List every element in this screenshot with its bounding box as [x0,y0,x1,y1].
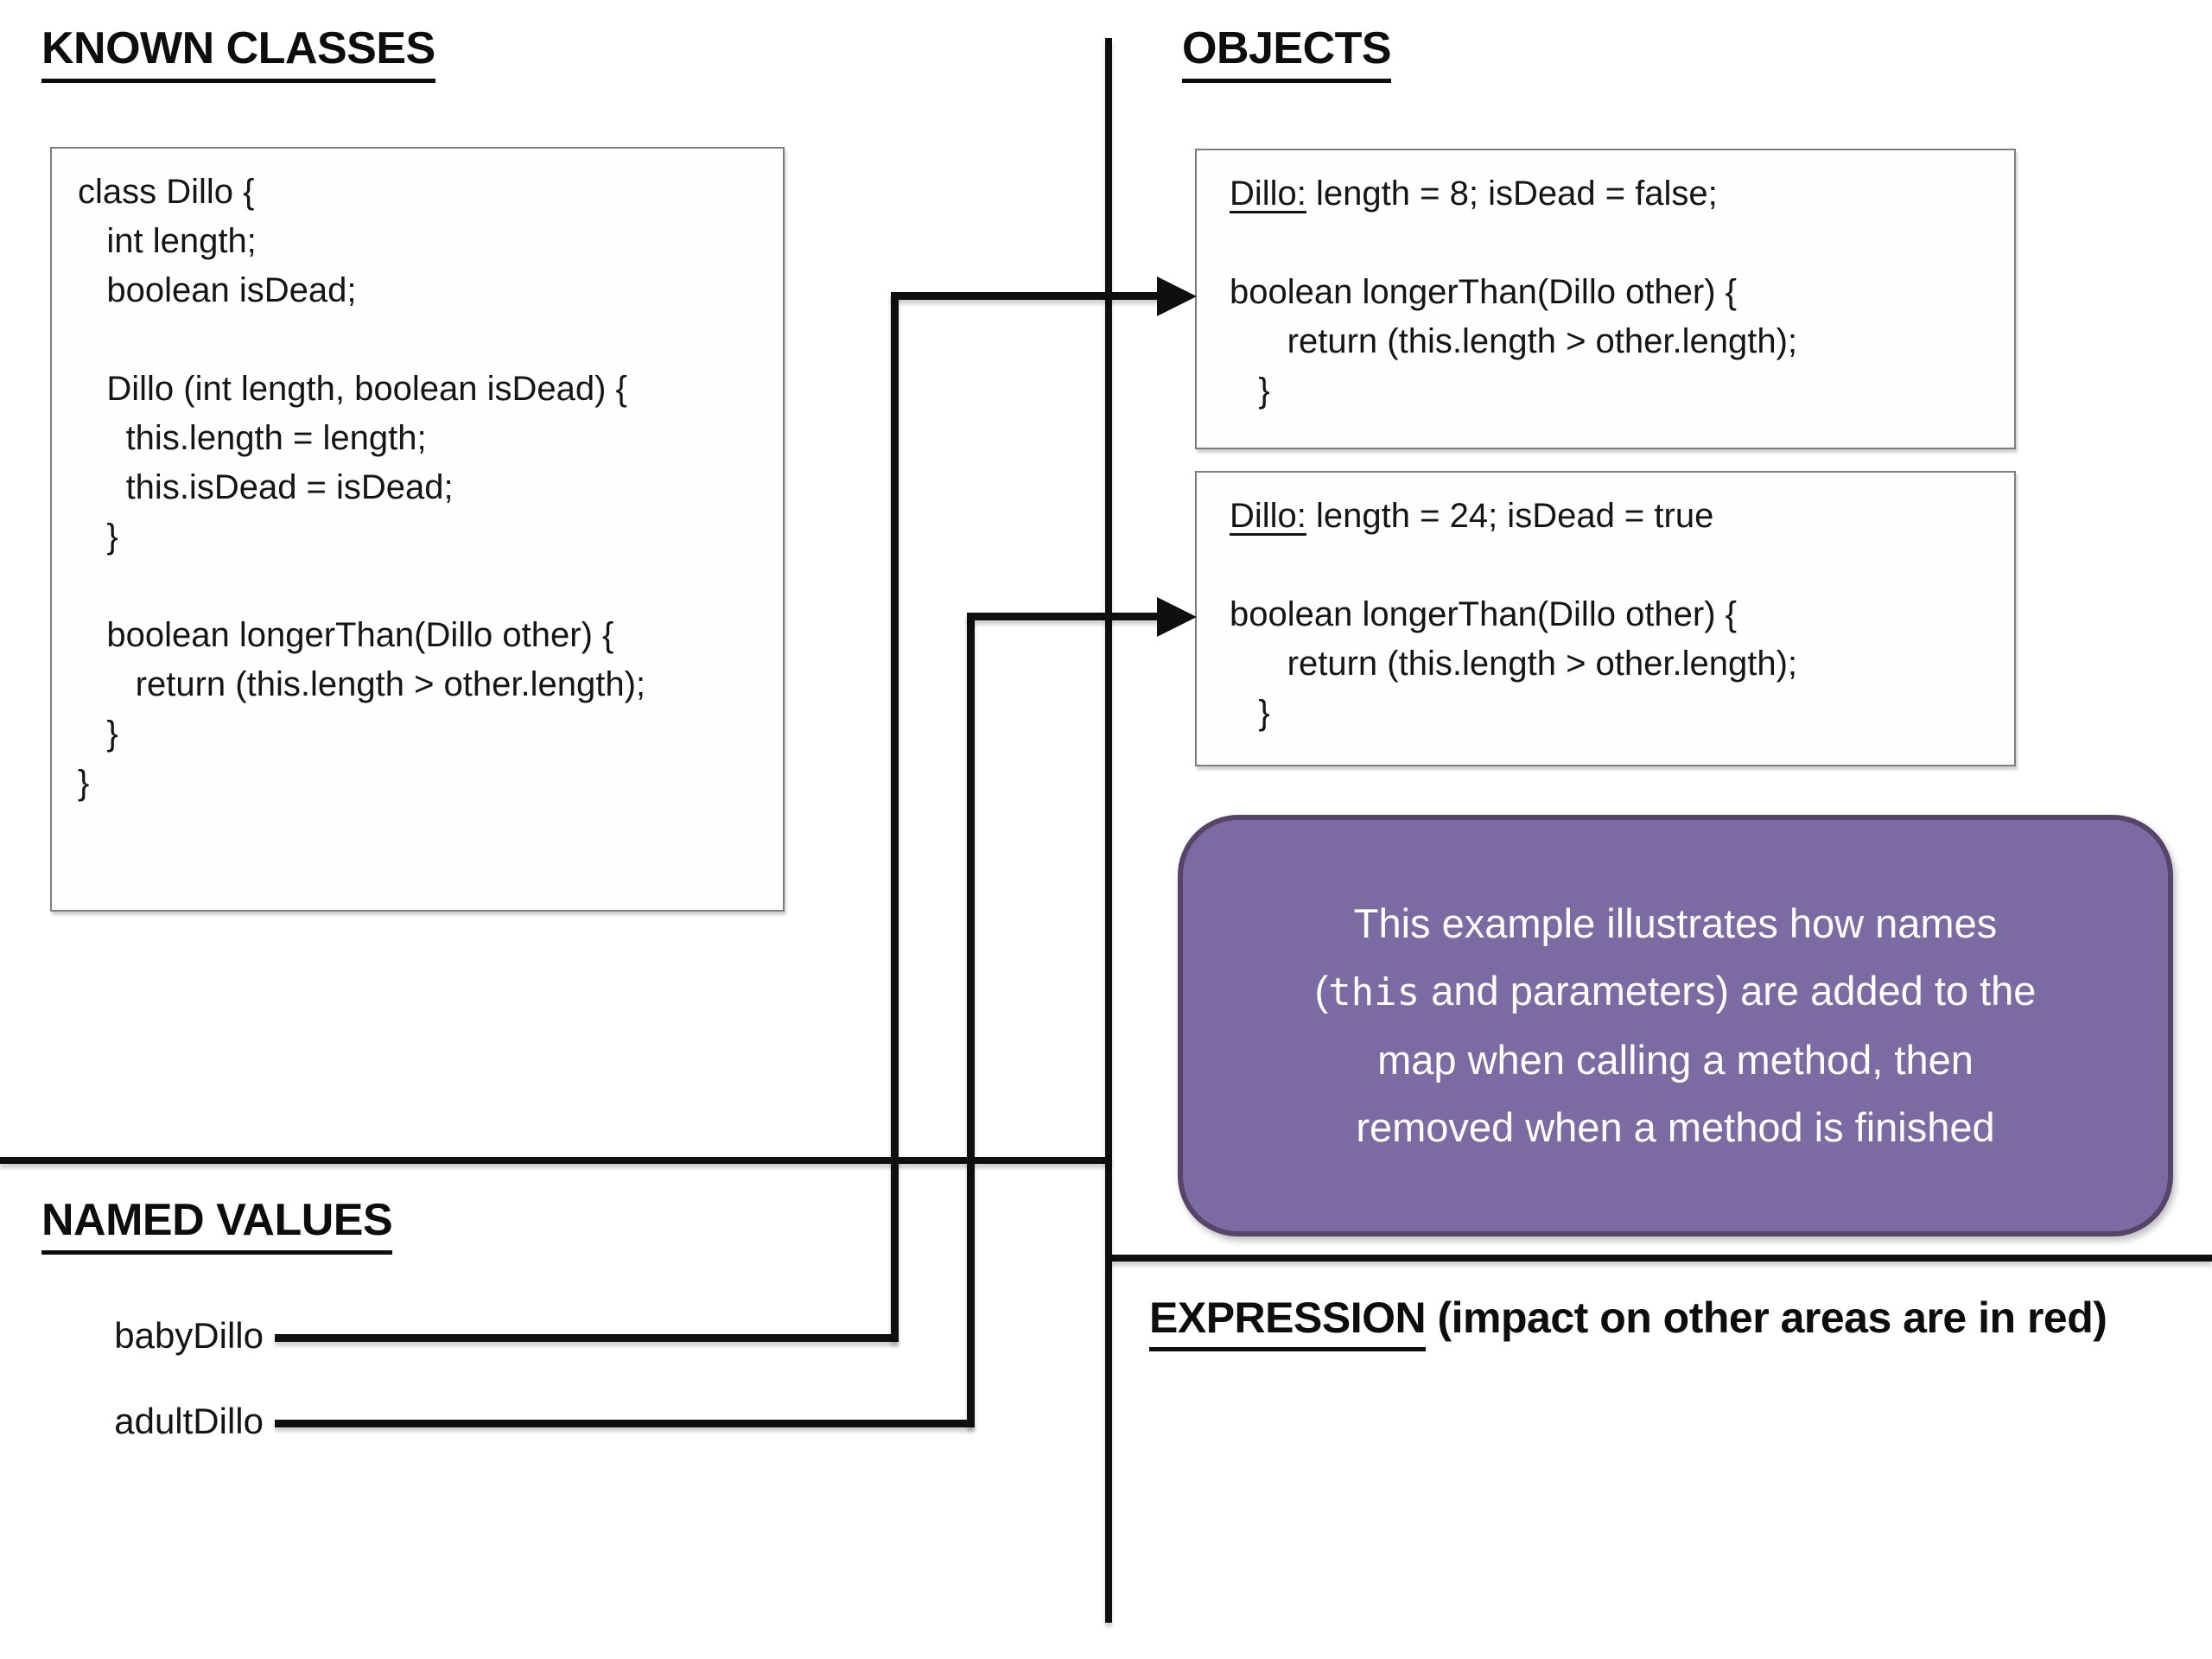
babydillo-arrowhead-icon [1157,276,1197,316]
note-line-4: removed when a method is finished [1356,1104,1995,1150]
named-value-babydillo: babyDillo [114,1315,264,1356]
adultdillo-connector-vertical [967,613,975,1427]
expression-heading-note: (impact on other areas are in red) [1426,1294,2107,1342]
object-2-field-values: length = 24; isDead = true [1306,497,1714,535]
adultdillo-connector-horizontal [275,1420,975,1427]
object-2-class-label: Dillo: [1230,497,1306,535]
object-2-state: Dillo: length = 24; isDead = true [1230,492,2005,541]
babydillo-connector-horizontal [275,1334,899,1342]
adultdillo-arrowhead-icon [1157,597,1197,637]
note-line-3: map when calling a method, then [1377,1037,1974,1083]
note-text: This example illustrates how names (this… [1315,890,2037,1161]
known-classes-heading: KNOWN CLASSES [41,22,435,83]
expression-heading: EXPRESSION (impact on other areas are in… [1149,1293,2107,1351]
class-definition-box: class Dillo { int length; boolean isDead… [50,147,785,912]
objects-heading-text: OBJECTS [1182,22,1392,83]
objects-heading: OBJECTS [1182,22,1392,83]
known-classes-heading-text: KNOWN CLASSES [41,22,435,83]
babydillo-connector-vertical [891,292,899,1342]
expression-heading-text: EXPRESSION [1149,1293,1427,1351]
class-code: class Dillo { int length; boolean isDead… [78,173,646,802]
note-box: This example illustrates how names (this… [1178,815,2173,1236]
babydillo-connector-arrow-line [891,292,1160,300]
object-box-1: Dillo: length = 8; isDead = false; boole… [1195,149,2016,449]
note-line-2: (this and parameters) are added to the [1315,957,2037,1027]
note-line-1: This example illustrates how names [1353,900,1998,946]
named-value-adultdillo: adultDillo [114,1401,264,1441]
named-values-divider [0,1157,1112,1164]
object-1-state: Dillo: length = 8; isDead = false; [1230,169,2005,219]
object-1-field-values: length = 8; isDead = false; [1306,175,1718,213]
object-box-2: Dillo: length = 24; isDead = true boolea… [1195,471,2016,766]
note-line-2-rest: and parameters) are added to the [1420,968,2037,1014]
expression-divider [1110,1255,2212,1262]
named-values-heading-text: NAMED VALUES [41,1194,393,1255]
named-values-heading: NAMED VALUES [41,1194,393,1255]
vertical-divider [1105,38,1112,1623]
object-1-class-label: Dillo: [1230,175,1306,213]
note-this-keyword: this [1328,970,1421,1014]
note-line-2-open: ( [1314,968,1329,1014]
object-2-method-code: boolean longerThan(Dillo other) { return… [1230,595,1798,732]
object-1-method-code: boolean longerThan(Dillo other) { return… [1230,273,1798,410]
adultdillo-connector-arrow-line [967,613,1160,620]
